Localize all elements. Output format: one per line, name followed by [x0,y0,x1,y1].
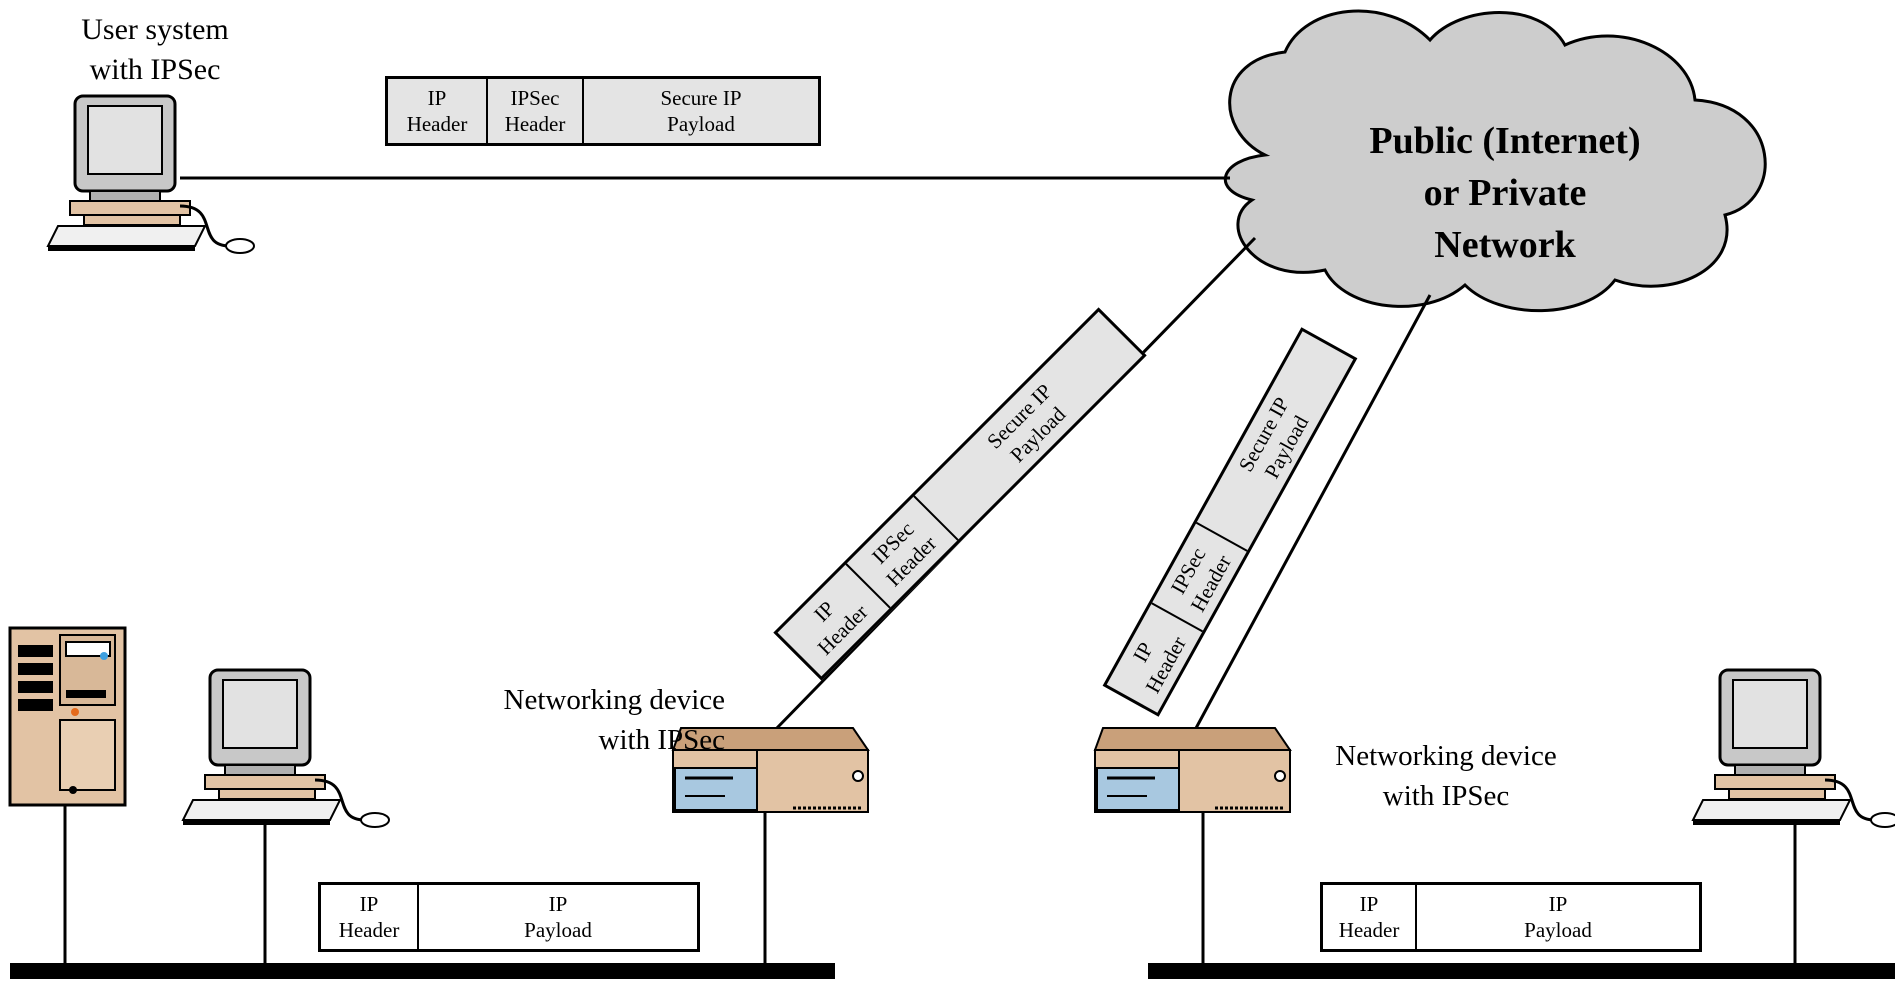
packet-ip-header: IP Header [338,892,400,942]
cloud-label: Public (Internet) or Private Network [1369,120,1641,266]
user-system-computer-icon [46,94,256,255]
packet-lan-left: IP Header IP Payload [318,882,700,952]
server-tower-icon [8,626,127,807]
networking-device-right-icon [1093,726,1292,814]
lan-right-computer-icon [1691,668,1895,829]
user-system-label: User system with IPSec [81,13,229,86]
packet-ip-payload: IP Payload [1415,885,1699,949]
network-cloud-icon [1223,9,1767,313]
lan-bus-right [1148,963,1895,979]
lan-buses [10,800,1895,979]
packet-ipsec-header: IPSec Header [486,79,582,143]
packet-lan-right: IP Header IP Payload [1320,882,1702,952]
packet-top: IP Header IPSec Header Secure IP Payload [385,76,821,146]
packet-ip-header: IP Header [1338,892,1400,942]
lan-left-computer-icon [181,668,391,829]
packet-secure-payload: Secure IP Payload [582,79,818,143]
packet-ip-payload: IP Payload [417,885,697,949]
lan-bus-left [10,963,835,979]
networking-device-right-label: Networking device with IPSec [1335,740,1557,812]
networking-device-left-label: Networking device with IPSec [503,684,725,756]
packet-ip-header: IP Header [406,86,468,136]
link-right-device-to-cloud [1193,294,1432,731]
